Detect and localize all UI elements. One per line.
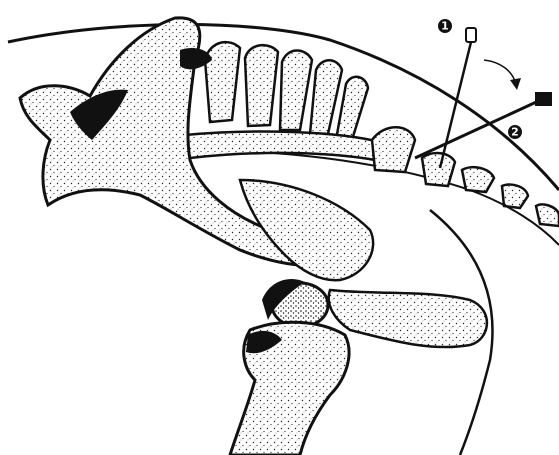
needle-1 — [440, 28, 476, 168]
rotation-arrowhead — [510, 78, 521, 90]
marker-2-label: 2 — [511, 126, 519, 139]
lumbar-spinous-processes — [205, 42, 368, 140]
needle-2 — [415, 92, 552, 158]
caudal-vertebrae — [372, 127, 559, 226]
marker-1: 1 — [438, 19, 452, 33]
marker-1-label: 1 — [441, 20, 449, 33]
lumbar-vertebral-column — [185, 131, 380, 160]
ischial-tuberosity — [329, 290, 487, 347]
marker-2: 2 — [508, 125, 522, 139]
